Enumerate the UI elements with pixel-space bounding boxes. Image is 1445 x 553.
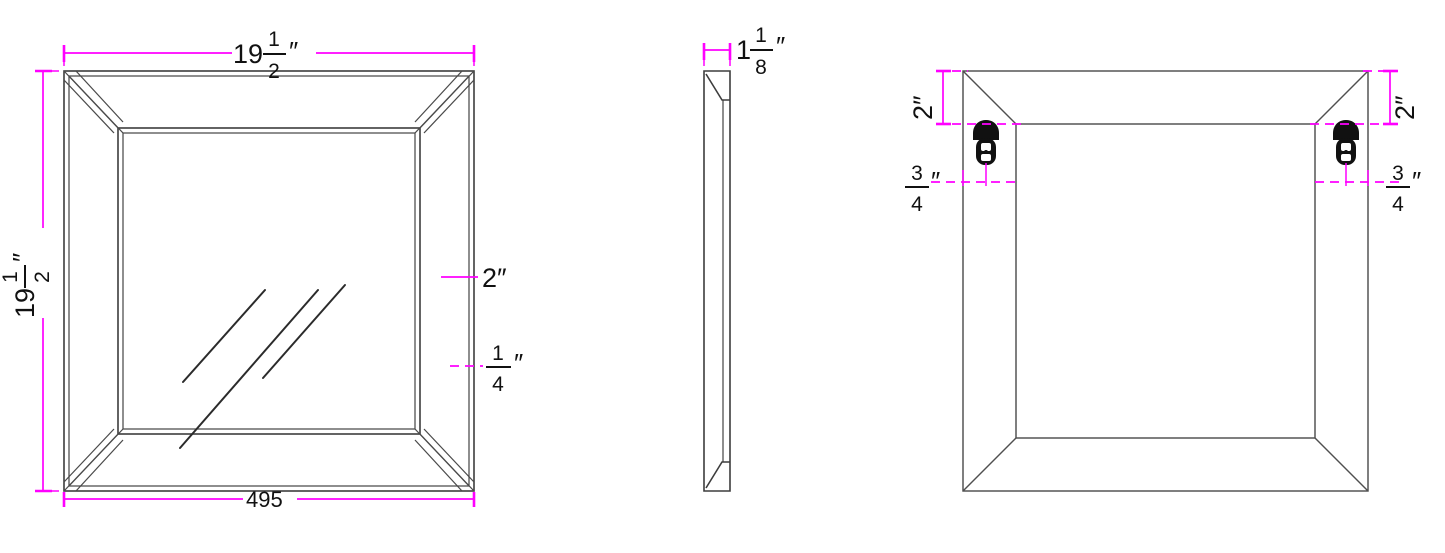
side-view: 1 1 8 ″ (702, 24, 785, 492)
dim-back-hanger-offset-right: 3 4 ″ (1315, 162, 1421, 216)
dim-back-offset-left-prime: ″ (931, 166, 940, 196)
dim-back-offset-right-prime: ″ (1412, 166, 1421, 196)
dim-front-frame-face-value: 2″ (482, 263, 507, 293)
dim-side-depth-prime: ″ (776, 31, 785, 61)
dim-front-frame-face: 2″ (441, 263, 507, 293)
dim-back-hanger-top-right: 2″ (1310, 69, 1420, 126)
back-frame-inner (1015, 123, 1316, 439)
dim-front-width-prime: ″ (289, 36, 298, 66)
dim-back-hanger-offset-left: 3 4 ″ (905, 162, 1016, 216)
dim-back-top-left-value: 2″ (908, 95, 938, 120)
dim-front-width-frac-num: 1 (268, 28, 280, 51)
dim-front-glass-prime: ″ (514, 348, 523, 378)
dim-front-width-mm-value: 495 (246, 487, 283, 512)
dim-front-height-frac-den: 2 (31, 271, 54, 283)
front-frame-outer (63, 70, 475, 492)
front-mitre-corner-bottom-left (63, 428, 124, 492)
dim-back-hanger-top-left: 2″ (908, 69, 1021, 126)
dim-side-depth-whole: 1 (736, 35, 751, 65)
dim-front-glass-thickness: 1 4 ″ (450, 342, 523, 396)
dim-back-offset-left-den: 4 (911, 193, 923, 216)
dim-front-width-frac-den: 2 (268, 60, 280, 83)
front-glass-reflection-lines (179, 284, 346, 449)
dim-side-depth-frac-den: 8 (755, 56, 767, 79)
dim-back-offset-right-num: 3 (1392, 162, 1404, 185)
side-profile-outline (703, 70, 731, 492)
dim-front-height-left: 19 1 2 ″ (0, 69, 59, 493)
dim-front-height-prime: ″ (7, 253, 37, 262)
dim-back-top-right-value: 2″ (1390, 95, 1420, 120)
dim-front-height-frac-num: 1 (0, 271, 22, 283)
dim-back-offset-right-den: 4 (1392, 193, 1404, 216)
back-view: 2″ 2″ 3 4 ″ 3 (905, 69, 1421, 492)
front-mitre-corner-top-right (414, 70, 475, 134)
hanger-right (1333, 120, 1359, 165)
front-frame-inner-opening (117, 127, 421, 435)
side-mitre-top (705, 73, 730, 101)
back-frame-outer (962, 70, 1369, 492)
front-mitre-corner-bottom-right (414, 428, 475, 492)
dim-front-width-bottom-mm: 495 (62, 487, 476, 512)
dim-side-depth-frac-num: 1 (755, 24, 767, 47)
front-mitre-corner-top-left (63, 70, 124, 134)
hanger-left (973, 120, 999, 165)
dim-front-glass-frac-num: 1 (492, 342, 504, 365)
dim-back-offset-left-num: 3 (911, 162, 923, 185)
back-mitre-lines (962, 70, 1369, 492)
dim-front-width-top: 19 1 2 ″ (62, 28, 476, 83)
dim-front-glass-frac-den: 4 (492, 373, 504, 396)
dim-front-height-value: 19 (10, 288, 40, 318)
dim-front-width-value: 19 (233, 39, 263, 69)
dim-side-depth: 1 1 8 ″ (702, 24, 785, 79)
front-view: 19 1 2 ″ 19 1 2 ″ (0, 28, 523, 512)
side-mitre-bottom (705, 461, 730, 489)
